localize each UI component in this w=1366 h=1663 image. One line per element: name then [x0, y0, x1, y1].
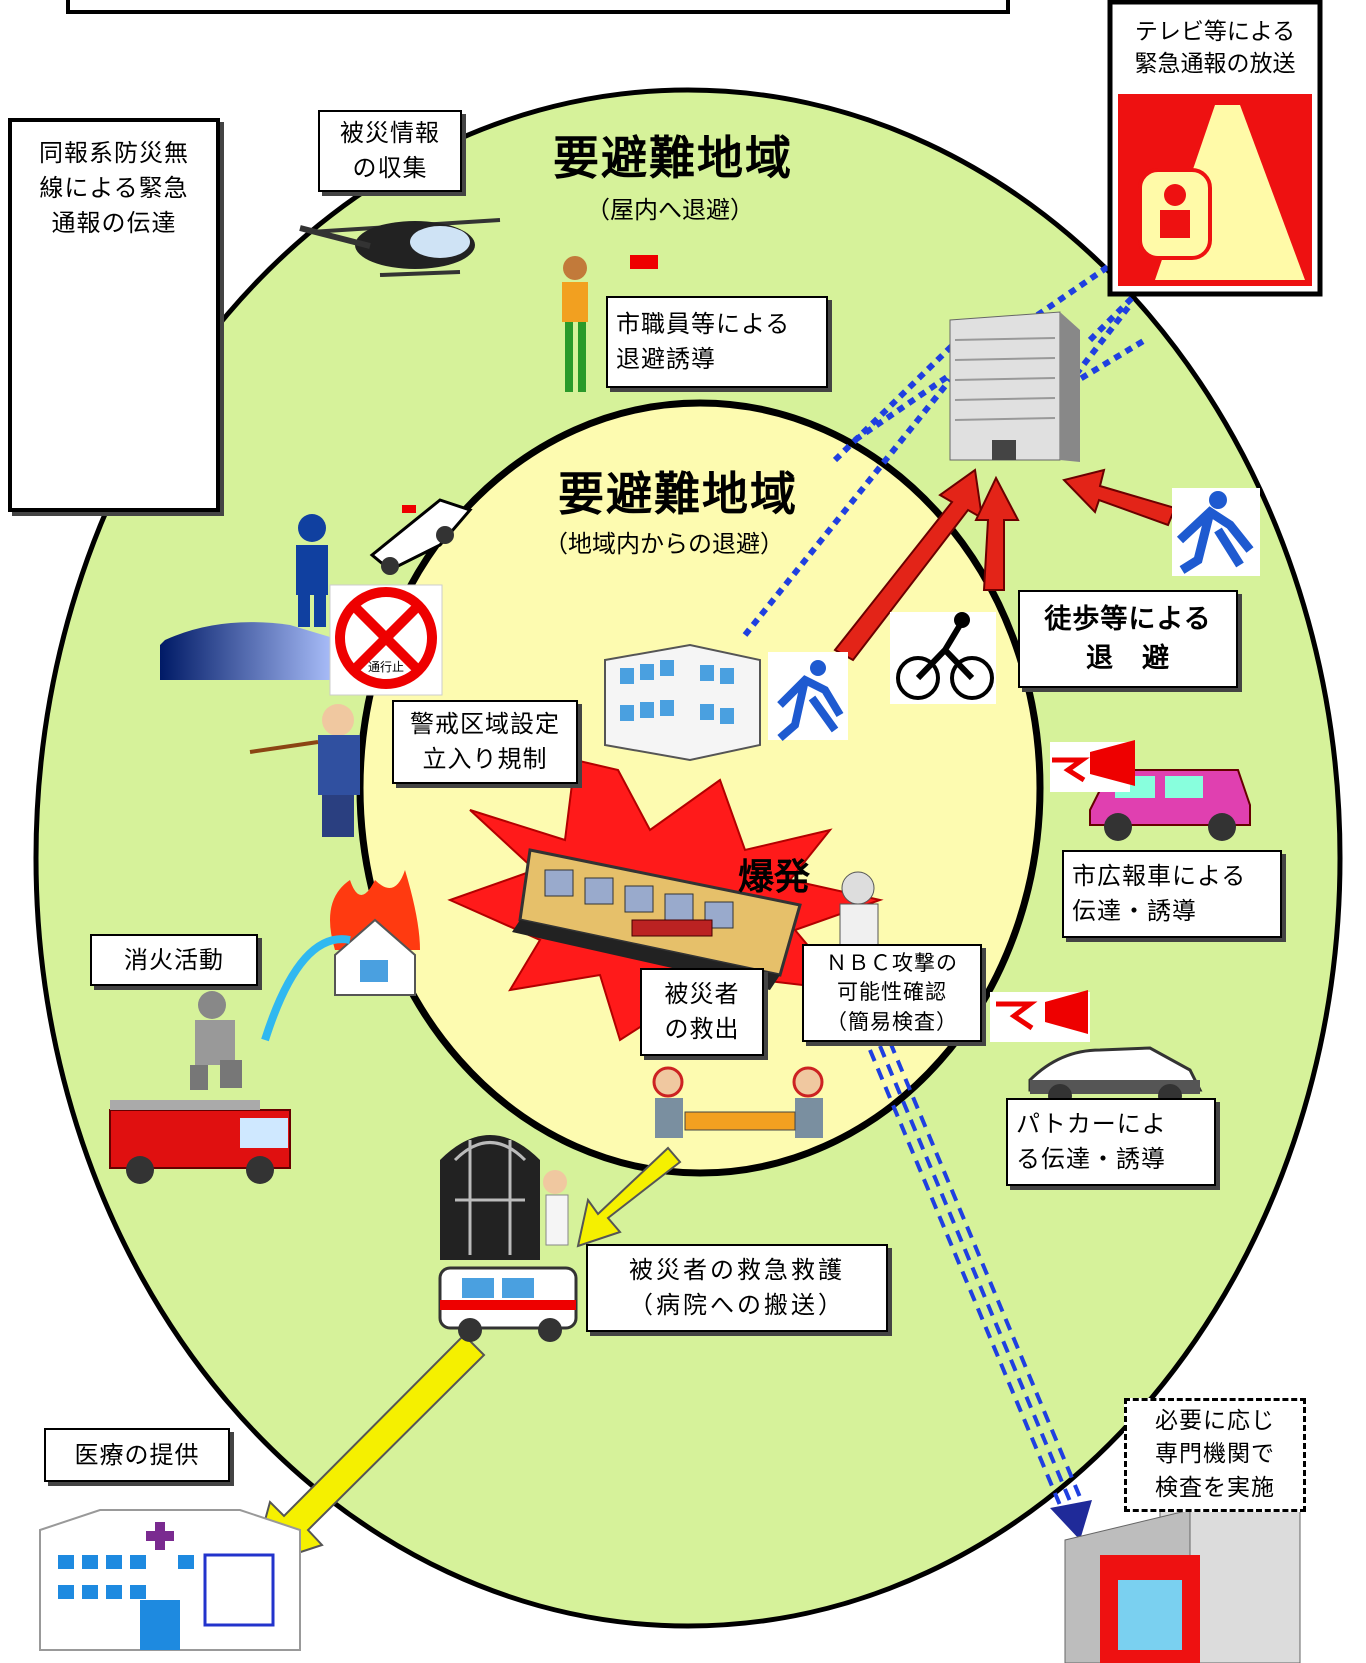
helicopter-icon — [299, 218, 501, 277]
running-person-icon-2 — [1172, 488, 1260, 576]
police-officer-icon — [249, 704, 360, 837]
outer-zone-subtitle: （屋内へ退避） — [586, 196, 754, 224]
ambulance-icon — [438, 1266, 578, 1342]
fire-engine-icon — [109, 1100, 291, 1184]
top-frame — [66, 0, 1010, 14]
police-car-icon — [369, 498, 473, 575]
patrol-car-icon — [990, 990, 1203, 1108]
outer-zone-title: 要避難地域 — [553, 131, 793, 185]
inner-zone-title: 要避難地域 — [558, 467, 798, 521]
no-entry-sign-text: 通行止 — [368, 660, 405, 674]
nbc-check-box: ＮＢＣ攻撃の 可能性確認 （簡易検査） — [802, 944, 982, 1042]
firefighting-box: 消火活動 — [90, 934, 258, 986]
transport-arrows — [250, 1146, 682, 1570]
pr-car-icon — [1050, 740, 1251, 841]
cyclist-icon — [890, 612, 996, 704]
emergency-care-box: 被災者の救急救護 （病院への搬送） — [586, 1244, 888, 1332]
office-building-icon — [949, 311, 1080, 462]
rescue-box: 被災者 の救出 — [640, 968, 764, 1056]
hospital-icon — [39, 1509, 301, 1651]
radio-alert-box: 同報系防災無 線による緊急 通報の伝達 — [8, 118, 220, 512]
no-entry-sign-icon — [329, 584, 443, 696]
tv-broadcast-label: テレビ等による 緊急通報の放送 — [1134, 19, 1296, 78]
stretcher-team-icon — [652, 1066, 824, 1138]
school-building-icon — [604, 643, 761, 762]
medical-tent-icon — [440, 1135, 569, 1260]
city-staff-icon — [562, 255, 658, 392]
pedestrian-icon — [296, 514, 328, 627]
burning-house-icon — [330, 870, 420, 996]
specialist-test-box: 必要に応じ 専門機関で 検査を実施 — [1124, 1398, 1306, 1512]
sample-transport-line — [868, 1041, 1084, 1511]
pr-car-box: 市広報車による 伝達・誘導 — [1062, 850, 1282, 938]
hazmat-responder-icon — [839, 871, 879, 949]
medical-care-box: 医療の提供 — [44, 1428, 230, 1482]
walking-evacuation-box: 徒歩等による 退 避 — [1018, 590, 1238, 688]
sample-transport-arrowhead — [1050, 1500, 1092, 1540]
explosion-label: 爆発 — [738, 857, 811, 898]
cordon-box: 警戒区域設定 立入り規制 — [392, 700, 578, 784]
staff-guidance-box: 市職員等による 退避誘導 — [606, 296, 828, 388]
water-stream — [261, 935, 351, 1042]
evacuation-arrows — [833, 468, 1177, 662]
disaster-info-box: 被災情報 の収集 — [318, 110, 462, 192]
vehicle-icon — [160, 622, 340, 680]
patrol-car-box: パトカーによ る伝達・誘導 — [1006, 1098, 1216, 1186]
specialist-lab-icon — [1064, 1489, 1301, 1663]
running-person-icon — [768, 652, 848, 742]
inner-zone-subtitle: （地域内からの退避） — [544, 530, 784, 558]
tv-broadcast-panel — [1107, 0, 1323, 297]
firefighter-icon — [190, 991, 242, 1090]
